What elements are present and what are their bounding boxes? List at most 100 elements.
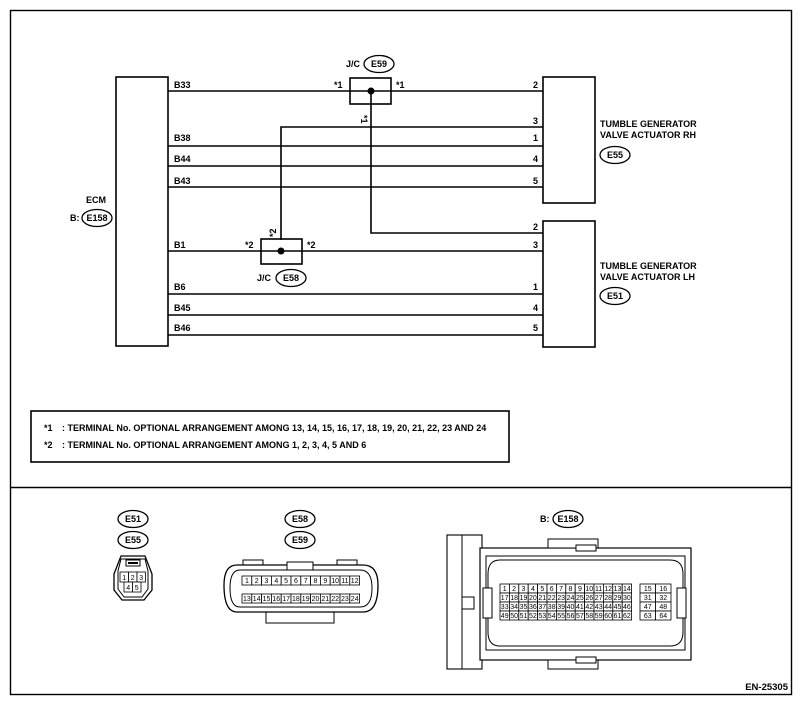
- ecm-title: ECM: [86, 195, 106, 205]
- terminal-number: 22: [331, 596, 339, 603]
- connector-small: E51 E55 1 2 3 4 5: [113, 509, 153, 601]
- terminal-number: 55: [557, 613, 565, 620]
- actuator-rh-box: [542, 76, 596, 204]
- terminal-number: 40: [567, 604, 575, 611]
- terminal-number: 64: [659, 613, 667, 620]
- jc-top-splice: [367, 87, 375, 95]
- terminal-number: 24: [567, 595, 575, 602]
- terminal-cell: [349, 575, 360, 586]
- rh-pin-label: 1: [533, 133, 538, 143]
- small-id-label: E55: [125, 535, 141, 545]
- terminal-number: 8: [314, 578, 318, 585]
- large-id-prefix: B:: [540, 514, 550, 524]
- jc-top-label: J/C: [346, 59, 361, 69]
- terminal-cell: [655, 610, 672, 621]
- rh-pin-label: 3: [533, 116, 538, 126]
- terminal-number: 30: [623, 595, 631, 602]
- terminal-number: 6: [550, 586, 554, 593]
- terminal-number: 7: [304, 578, 308, 585]
- jc-bottom-marker-up: *2: [268, 228, 278, 237]
- jc-bottom-box: [260, 238, 303, 265]
- terminal-cell: [349, 593, 360, 604]
- terminal-number: 20: [529, 595, 537, 602]
- terminal-number: 41: [576, 604, 584, 611]
- notes-box: [30, 410, 510, 463]
- terminal-number: 14: [623, 586, 631, 593]
- terminal-number: 45: [614, 604, 622, 611]
- jc-top-marker-left: *1: [334, 80, 343, 90]
- jc-bottom-splice: [277, 247, 285, 255]
- lh-pin-label: 5: [533, 323, 538, 333]
- terminal-number: 9: [578, 586, 582, 593]
- terminal-number: 59: [595, 613, 603, 620]
- actuator-rh-connector-label: E55: [607, 150, 623, 160]
- ecm-pin-labels: B33 B38 B44 B43 B1 B6 B45 B46: [174, 80, 191, 333]
- note-2-text: : TERMINAL No. OPTIONAL ARRANGEMENT AMON…: [62, 440, 366, 450]
- rh-pin-label: 4: [533, 154, 538, 164]
- ecm-pin-label: B44: [174, 154, 191, 164]
- jc-bottom-marker-left: *2: [245, 240, 254, 250]
- terminal-number: 13: [243, 596, 251, 603]
- actuator-lh-line2: VALVE ACTUATOR LH: [600, 272, 695, 282]
- terminal-number: 12: [351, 578, 359, 585]
- actuator-lh-connector-label: E51: [607, 291, 623, 301]
- ecm-pin-label: B43: [174, 176, 191, 186]
- lh-pin-label: 3: [533, 240, 538, 250]
- terminal-number: 44: [604, 604, 612, 611]
- rh-pin-label: 2: [533, 80, 538, 90]
- terminal-number: 3: [522, 586, 526, 593]
- terminal-number: 10: [331, 578, 339, 585]
- terminal-number: 62: [623, 613, 631, 620]
- terminal-number: 18: [292, 596, 300, 603]
- ecm-connector-label: E158: [86, 213, 107, 223]
- jc-top-marker-right: *1: [396, 80, 405, 90]
- terminal-number: 22: [548, 595, 556, 602]
- terminal-number: 17: [501, 595, 509, 602]
- terminal-number: 21: [538, 595, 546, 602]
- jc-bottom-connector-label: E58: [283, 273, 299, 283]
- terminal-number: 16: [272, 596, 280, 603]
- terminal-number: 5: [284, 578, 288, 585]
- terminal-number: 15: [263, 596, 271, 603]
- terminal-number: 39: [557, 604, 565, 611]
- jc-top-marker-down: *1: [359, 115, 369, 124]
- actuator-rh-connector-oval: [599, 145, 631, 165]
- actuator-lh-box: [542, 220, 596, 348]
- terminal-number: 14: [253, 596, 261, 603]
- diagram-frame: [9, 9, 793, 696]
- terminal-number: 37: [538, 604, 546, 611]
- terminal-number: 24: [351, 596, 359, 603]
- terminal-number: 34: [510, 604, 518, 611]
- terminal-number: 4: [274, 578, 278, 585]
- terminal-number: 60: [604, 613, 612, 620]
- terminal-number: 51: [520, 613, 528, 620]
- wires: [168, 90, 543, 336]
- actuator-rh-line2: VALVE ACTUATOR RH: [600, 130, 696, 140]
- large-id-label: E158: [557, 514, 578, 524]
- terminal-number: 4: [531, 586, 535, 593]
- terminal-number: 61: [614, 613, 622, 620]
- svg-text:4: 4: [126, 585, 130, 592]
- ecm-pin-label: B1: [174, 240, 186, 250]
- terminal-number: 47: [644, 604, 652, 611]
- terminal-number: 26: [585, 595, 593, 602]
- terminal-number: 11: [595, 586, 602, 593]
- svg-text:1: 1: [122, 575, 126, 582]
- terminal-number: 43: [595, 604, 603, 611]
- terminal-number: 1: [503, 586, 507, 593]
- jc-top-box: [349, 77, 392, 105]
- terminal-number: 15: [644, 586, 652, 593]
- lh-pin-label: 4: [533, 303, 538, 313]
- medium-id-label: E59: [292, 535, 308, 545]
- terminal-number: 2: [255, 578, 259, 585]
- jc-top-connector-oval: [363, 54, 395, 74]
- terminal-number: 19: [520, 595, 528, 602]
- actuator-lh-pin-labels: 2 3 1 4 5: [533, 222, 538, 333]
- terminal-number: 53: [538, 613, 546, 620]
- terminal-number: 42: [585, 604, 593, 611]
- lh-pin-label: 1: [533, 282, 538, 292]
- jc-bottom-label: J/C: [257, 273, 272, 283]
